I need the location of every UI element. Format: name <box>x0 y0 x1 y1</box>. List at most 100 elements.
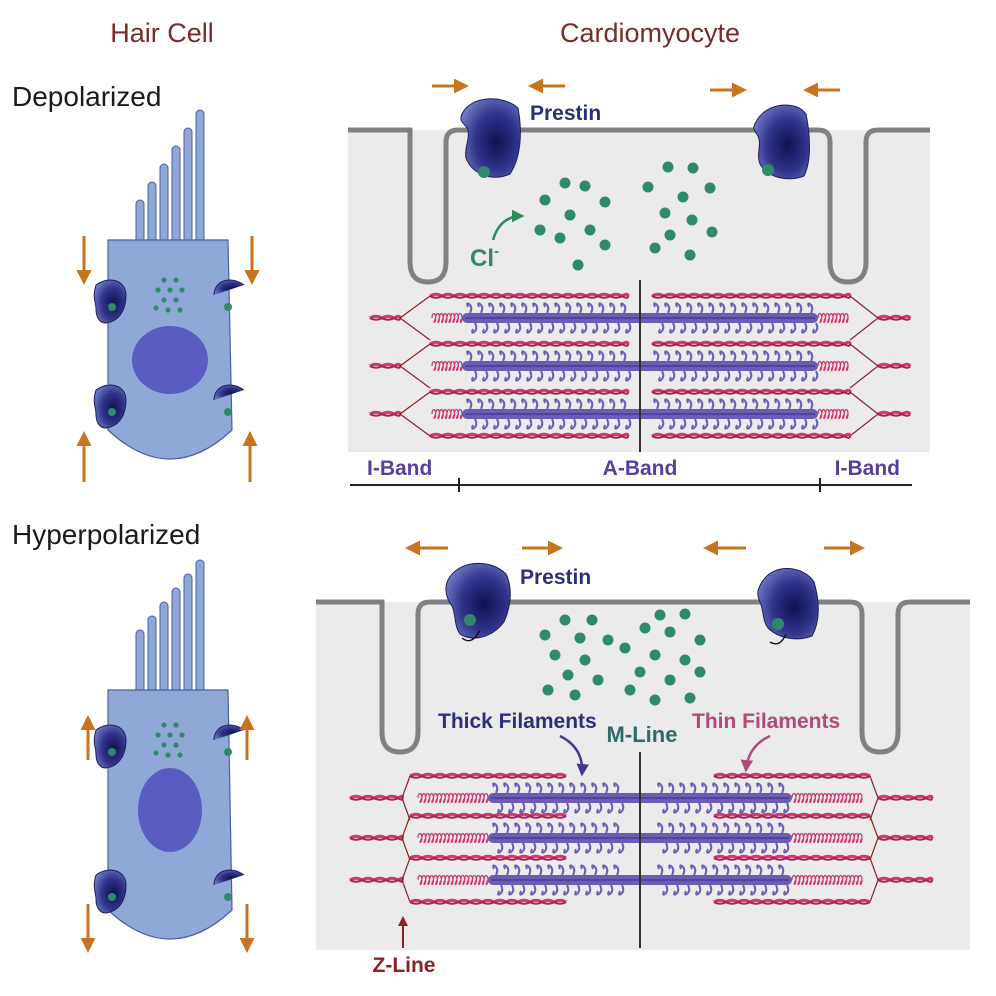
myosin-head <box>488 398 495 410</box>
myosin-head <box>552 842 559 854</box>
titin-spring <box>817 312 849 324</box>
myosin-head <box>537 370 544 382</box>
myosin-head <box>625 322 632 334</box>
myosin-head <box>618 802 625 814</box>
myosin-head <box>746 370 753 382</box>
thin-filament <box>651 294 851 299</box>
bound-chloride <box>108 408 116 416</box>
z-line <box>401 857 411 903</box>
myosin-head <box>471 322 478 334</box>
chloride-ion <box>165 752 171 758</box>
myosin-head <box>530 802 537 814</box>
myosin-head <box>613 822 620 834</box>
myosin-head <box>488 350 495 362</box>
myosin-head <box>525 864 532 876</box>
myosin-head <box>774 398 781 410</box>
myosin-head <box>532 302 539 314</box>
myosin-head <box>767 864 774 876</box>
myosin-head <box>701 782 708 794</box>
myosin-head <box>713 322 720 334</box>
myosin-head <box>701 864 708 876</box>
myosin-head <box>664 398 671 410</box>
myosin-head <box>768 322 775 334</box>
myosin-head <box>515 370 522 382</box>
myosin-head <box>730 398 737 410</box>
prestin-label-top: Prestin <box>530 102 601 125</box>
thin-filament <box>877 316 911 321</box>
myosin-head <box>596 842 603 854</box>
thin-filament <box>409 856 567 861</box>
myosin-head <box>618 884 625 896</box>
chloride-ion <box>704 182 716 194</box>
myosin-head <box>526 322 533 334</box>
cardiomyocyte-panel-hyperpolarized <box>316 599 970 950</box>
myosin-head <box>554 302 561 314</box>
myosin-head <box>620 350 627 362</box>
thin-filament <box>409 814 567 819</box>
myosin-head <box>673 802 680 814</box>
chloride-ion <box>564 209 576 221</box>
myosin-head <box>580 782 587 794</box>
chloride-ion <box>599 239 611 251</box>
myosin-head <box>598 350 605 362</box>
myosin-head <box>602 782 609 794</box>
chloride-ion <box>554 232 566 244</box>
myosin-head <box>807 350 814 362</box>
thin-filament <box>409 774 567 779</box>
myosin-head <box>779 418 786 430</box>
myosin-head <box>812 418 819 430</box>
myosin-head <box>466 398 473 410</box>
myosin-head <box>613 782 620 794</box>
chloride-ion <box>539 194 551 206</box>
myosin-head <box>708 350 715 362</box>
myosin-head <box>521 350 528 362</box>
myosin-head <box>812 370 819 382</box>
stereocilium <box>195 559 205 711</box>
myosin-head <box>750 842 757 854</box>
myosin-head <box>492 782 499 794</box>
myosin-head <box>801 370 808 382</box>
myosin-head <box>783 884 790 896</box>
chloride-ion <box>177 752 183 758</box>
i-band-label-right: I-Band <box>835 457 900 480</box>
prestin-label-bottom: Prestin <box>520 566 591 589</box>
z-line <box>399 295 431 341</box>
chloride-ion <box>662 161 674 173</box>
myosin-head <box>724 322 731 334</box>
myosin-head <box>587 398 594 410</box>
myosin-head <box>796 302 803 314</box>
myosin-head <box>488 302 495 314</box>
thin-filament <box>877 836 933 841</box>
myosin-head <box>602 822 609 834</box>
myosin-head <box>548 370 555 382</box>
myosin-head <box>664 302 671 314</box>
myosin-head <box>525 822 532 834</box>
myosin-head <box>548 418 555 430</box>
myosin-head <box>746 322 753 334</box>
chloride-ion <box>173 297 179 303</box>
myosin-head <box>570 322 577 334</box>
myosin-head <box>719 398 726 410</box>
myosin-head <box>580 822 587 834</box>
myosin-head <box>695 802 702 814</box>
chloride-ion <box>569 689 581 701</box>
myosin-head <box>510 302 517 314</box>
myosin-head <box>658 418 665 430</box>
chloride-label: Cl- <box>470 243 499 272</box>
myosin-head <box>734 822 741 834</box>
myosin-head <box>728 884 735 896</box>
chloride-ion <box>687 162 699 174</box>
myosin-head <box>723 864 730 876</box>
myosin-head <box>763 302 770 314</box>
myosin-head <box>521 302 528 314</box>
myosin-head <box>686 398 693 410</box>
myosin-head <box>596 884 603 896</box>
myosin-head <box>662 802 669 814</box>
myosin-head <box>750 884 757 896</box>
myosin-head <box>559 418 566 430</box>
myosin-head <box>735 370 742 382</box>
myosin-head <box>657 782 664 794</box>
chloride-ion <box>161 297 167 303</box>
thin-filaments-pointer <box>740 734 771 773</box>
myosin-head <box>607 802 614 814</box>
